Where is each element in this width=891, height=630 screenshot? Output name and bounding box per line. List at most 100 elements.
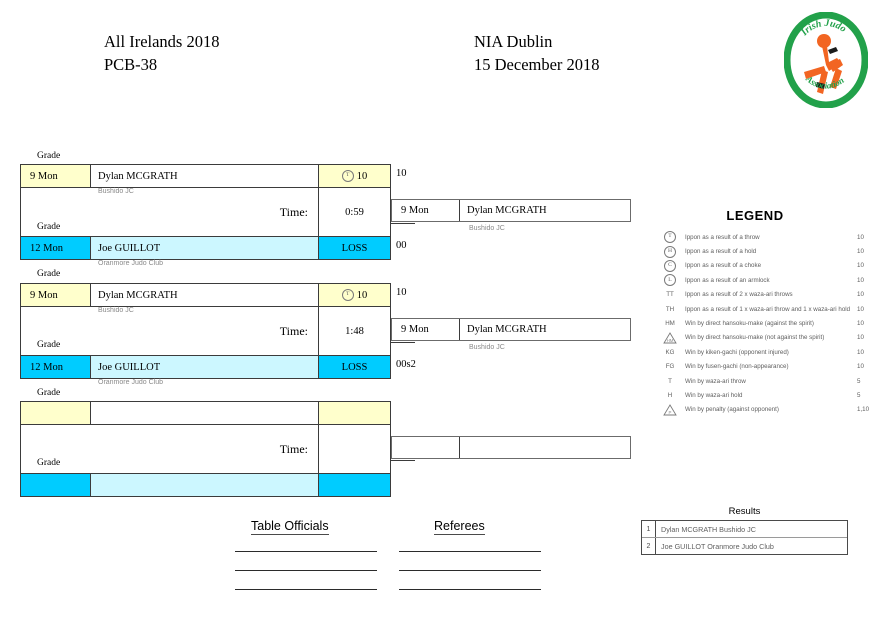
result-position: 2 — [642, 538, 656, 554]
winner-name: Dylan MCGRATH — [467, 205, 547, 216]
venue-header: NIA Dublin 15 December 2018 — [474, 30, 600, 76]
grade-label: Grade — [37, 269, 61, 279]
competitor-row-top[interactable]: 9 Mon Dylan MCGRATH T 10 — [20, 283, 391, 307]
competitor-row-bottom[interactable] — [20, 473, 391, 497]
svg-text:P: P — [669, 410, 672, 415]
winner-name: Dylan MCGRATH — [467, 324, 547, 335]
outer-score-bottom: 00 — [396, 240, 407, 251]
match-time: 1:48 — [319, 307, 391, 355]
legend-abbr-h: H — [667, 391, 673, 399]
competitor-score — [319, 473, 391, 497]
competitor-grade — [20, 473, 91, 497]
event-title: All Irelands 2018 — [104, 32, 220, 51]
legend-value: 10 — [857, 334, 864, 342]
competitor-score: LOSS — [319, 355, 391, 379]
competitor-club: Bushido JC — [98, 188, 134, 195]
legend-abbr-tt: TT — [666, 291, 674, 299]
legend-value: 5 — [857, 391, 861, 399]
officials-signature-line[interactable] — [235, 551, 377, 552]
competitor-score: T 10 — [319, 283, 391, 307]
legend-row: P Win by penalty (against opponent) 1,10 — [655, 403, 891, 417]
competitor-name: Joe GUILLOT — [91, 236, 319, 260]
legend-description: Win by waza-ari hold — [685, 391, 743, 399]
grade-label: Grade — [37, 340, 61, 350]
competitor-row-top[interactable]: 9 Mon Dylan MCGRATH T 10 — [20, 164, 391, 188]
competitor-club: Oranmore Judo Club — [98, 379, 163, 386]
winner-grade: 9 Mon — [392, 319, 460, 340]
legend-value: 10 — [857, 305, 864, 313]
legend-description: Ippon as a result of an armlock — [685, 276, 770, 284]
result-row[interactable]: 2 Joe GUILLOT Oranmore Judo Club — [642, 537, 847, 554]
referees-signature-line[interactable] — [399, 570, 541, 571]
competitor-name — [91, 401, 319, 425]
legend-row: TT Ippon as a result of 2 x waza-ari thro… — [655, 288, 891, 302]
legend-abbr-fg: FG — [665, 363, 675, 371]
time-label: Time: — [20, 425, 319, 473]
legend-abbr-th: TH — [665, 305, 675, 313]
legend-value: 10 — [857, 276, 864, 284]
officials-signature-line[interactable] — [235, 570, 377, 571]
competitor-club: Bushido JC — [98, 307, 134, 314]
referees-signature-line[interactable] — [399, 589, 541, 590]
table-officials-title: Table Officials — [251, 519, 329, 535]
legend-description: Win by direct hansoku-make (not against … — [685, 334, 825, 342]
legend-description: Ippon as a result of a choke — [685, 262, 762, 270]
irish-judo-association-logo: Irish Judo Association — [784, 12, 868, 108]
competitor-name: Joe GUILLOT — [91, 355, 319, 379]
bracket-connector — [391, 342, 415, 343]
referees-title: Referees — [434, 519, 485, 535]
winner-box-2[interactable]: 9 Mon Dylan MCGRATH — [391, 318, 631, 341]
grade-label: Grade — [37, 458, 61, 468]
penalty-triangle-icon: HM — [655, 332, 685, 344]
ippon-c-circle-icon: C — [655, 259, 685, 272]
competitor-row-bottom[interactable]: 12 Mon Joe GUILLOT LOSS — [20, 355, 391, 379]
event-header: All Irelands 2018 PCB-38 — [104, 30, 219, 76]
ippon-throw-icon: T — [341, 170, 354, 182]
winner-grade: 9 Mon — [392, 200, 460, 221]
bracket-connector — [391, 223, 415, 224]
competitor-row-bottom[interactable]: 12 Mon Joe GUILLOT LOSS — [20, 236, 391, 260]
time-label: Time: — [20, 188, 319, 236]
legend-value: 1,10 — [857, 406, 870, 414]
competitor-club: Oranmore Judo Club — [98, 260, 163, 267]
legend-title: LEGEND — [726, 208, 784, 223]
penalty-triangle-icon: P — [655, 404, 685, 416]
winner-box-3[interactable] — [391, 436, 631, 459]
officials-signature-line[interactable] — [235, 589, 377, 590]
referees-signature-line[interactable] — [399, 551, 541, 552]
legend-description: Ippon as a result of 1 x waza-ari throw … — [685, 305, 851, 313]
winner-club: Bushido JC — [469, 225, 505, 232]
legend-abbr-hm: HM — [665, 320, 675, 328]
legend-value: 10 — [857, 262, 864, 270]
legend-description: Ippon as a result of 2 x waza-ari throws — [685, 291, 793, 299]
match-block-1: 9 Mon Dylan MCGRATH T 10 Bushido JC Time… — [20, 164, 391, 284]
match-time — [319, 425, 391, 473]
bracket-connector — [391, 460, 415, 461]
results-title: Results — [728, 506, 761, 517]
ippon-throw-icon: T — [341, 289, 354, 301]
legend-description: Win by kiken-gachi (opponent injured) — [685, 348, 789, 356]
legend-value: 5 — [857, 377, 861, 385]
winner-box-1[interactable]: 9 Mon Dylan MCGRATH — [391, 199, 631, 222]
outer-score-top: 10 — [396, 168, 407, 179]
legend-description: Ippon as a result of a hold — [685, 248, 757, 256]
legend-description: Win by penalty (against opponent) — [685, 406, 779, 414]
legend-description: Win by fusen-gachi (non-appearance) — [685, 363, 789, 371]
legend-description: Win by direct hansoku-make (against the … — [685, 320, 814, 328]
competitor-row-top[interactable] — [20, 401, 391, 425]
match-block-2: 9 Mon Dylan MCGRATH T 10 Bushido JC Time… — [20, 283, 391, 403]
venue-name: NIA Dublin — [474, 32, 553, 51]
competitor-name — [91, 473, 319, 497]
ippon-l-circle-icon: L — [655, 274, 685, 287]
result-entry: Joe GUILLOT Oranmore Judo Club — [661, 541, 774, 551]
outer-score-bottom: 00s2 — [396, 359, 416, 370]
